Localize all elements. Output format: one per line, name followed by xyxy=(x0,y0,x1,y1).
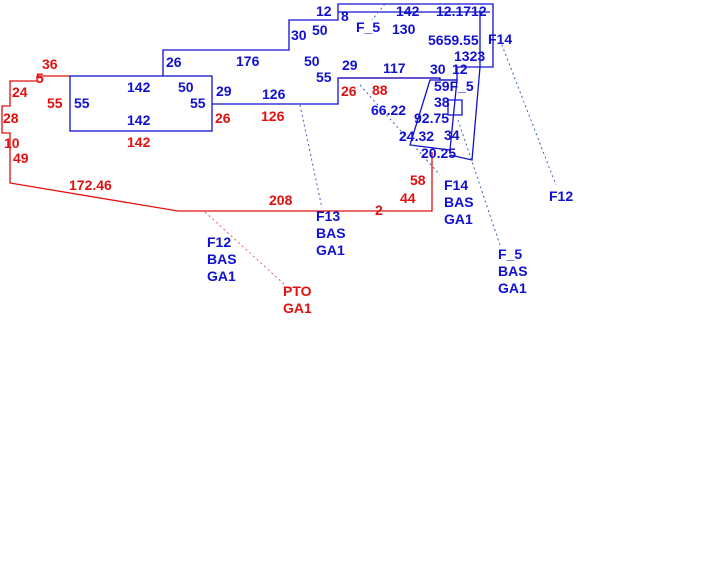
dim-label: 12.1712 xyxy=(436,3,487,19)
dim-label: 30 xyxy=(430,61,446,77)
red-outline xyxy=(1,75,433,212)
dim-label: 58 xyxy=(410,172,426,188)
dim-label: 117 xyxy=(383,60,406,76)
dim-label: 8 xyxy=(341,8,349,24)
area-type: BAS xyxy=(444,194,474,210)
area-label-pto: PTO GA1 xyxy=(283,283,312,316)
dim-label: 1323 xyxy=(454,48,485,64)
dim-label: 5659.55 xyxy=(428,32,479,48)
area-label-f13: F13 BAS GA1 xyxy=(316,208,346,258)
dim-label: 10 xyxy=(4,135,20,151)
area-label-f12-right: F12 xyxy=(549,188,573,204)
blue-polygon xyxy=(409,79,458,151)
leader-line xyxy=(299,104,323,209)
area-name: F14 xyxy=(444,177,468,193)
dim-label: 29 xyxy=(342,57,358,73)
dim-label: 26 xyxy=(166,54,182,70)
area-group: GA1 xyxy=(316,242,345,258)
dim-label: 20.25 xyxy=(421,145,456,161)
red-dimension-labels: 36 5 24 55 28 10 49 172.46 26 126 142 26… xyxy=(3,56,426,218)
dim-label: 142 xyxy=(127,112,151,128)
area-group: GA1 xyxy=(498,280,527,296)
area-type: BAS xyxy=(498,263,528,279)
leader-line xyxy=(204,211,286,286)
dim-label: 24.32 xyxy=(399,128,434,144)
dim-label: 142 xyxy=(127,134,151,150)
dim-label: 36 xyxy=(42,56,58,72)
blue-outline xyxy=(162,3,494,105)
area-group: GA1 xyxy=(283,300,312,316)
dim-label: 28 xyxy=(3,110,19,126)
blue-dimension-labels: 12 8 142 12.1712 F_5 130 30 50 5659.55 F… xyxy=(74,3,512,161)
dim-label: 12 xyxy=(316,3,332,19)
area-label-f14: F14 BAS GA1 xyxy=(444,177,474,227)
dim-label: 50 xyxy=(178,79,194,95)
area-type: BAS xyxy=(316,225,346,241)
dim-label: 50 xyxy=(304,53,320,69)
dim-label: 66.22 xyxy=(371,102,406,118)
dim-label: 26 xyxy=(341,83,357,99)
dim-label: 55 xyxy=(190,95,206,111)
area-type: BAS xyxy=(207,251,237,267)
dim-label: 12 xyxy=(452,61,468,77)
dim-label: 24 xyxy=(12,84,28,100)
dim-label: 38 xyxy=(434,94,450,110)
area-group: GA1 xyxy=(444,211,473,227)
area-name: PTO xyxy=(283,283,312,299)
dim-label: 44 xyxy=(400,190,416,206)
dim-label: 172.46 xyxy=(69,177,112,193)
dim-label: 5 xyxy=(36,70,44,86)
dim-label: 176 xyxy=(236,53,260,69)
dim-label: 30 xyxy=(291,27,307,43)
area-name: F13 xyxy=(316,208,340,224)
leader-line xyxy=(371,3,386,21)
leader-line xyxy=(457,119,501,246)
area-label-f5: F_5 BAS GA1 xyxy=(498,246,528,296)
area-name: F12 xyxy=(207,234,231,250)
leader-line xyxy=(499,39,557,186)
dim-label: 49 xyxy=(13,150,29,166)
dim-label: 208 xyxy=(269,192,293,208)
blue-polygon xyxy=(447,99,463,116)
dim-label: 59F_5 xyxy=(434,78,474,94)
dim-label: 126 xyxy=(261,108,285,124)
dim-label: 50 xyxy=(312,22,328,38)
area-label-f12: F12 BAS GA1 xyxy=(207,234,237,284)
dim-label: 142 xyxy=(396,3,420,19)
blue-polygon xyxy=(449,10,481,161)
dim-label: 55 xyxy=(47,95,63,111)
dim-label: 2 xyxy=(375,202,383,218)
dim-label: 88 xyxy=(372,82,388,98)
area-name: F_5 xyxy=(498,246,522,262)
area-group: GA1 xyxy=(207,268,236,284)
dim-label: 126 xyxy=(262,86,286,102)
dim-label: 130 xyxy=(392,21,416,37)
leader-line xyxy=(359,84,441,176)
dim-label: 92.75 xyxy=(414,110,449,126)
dim-label: F14 xyxy=(488,31,512,47)
dim-label: 34 xyxy=(444,127,460,143)
dim-label: 26 xyxy=(215,110,231,126)
dim-label: 29 xyxy=(216,83,232,99)
dim-label: 55 xyxy=(316,69,332,85)
dim-label: 55 xyxy=(74,95,90,111)
dim-label: 142 xyxy=(127,79,151,95)
dim-label: F_5 xyxy=(356,19,380,35)
